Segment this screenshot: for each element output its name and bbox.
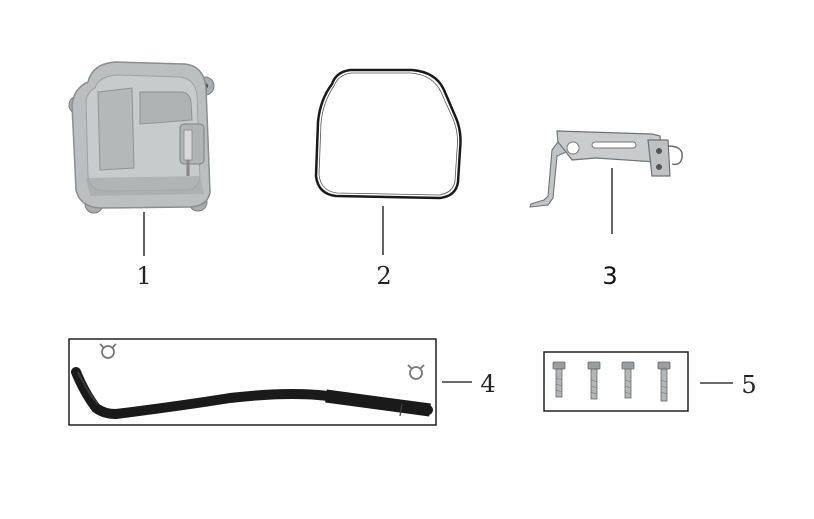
callout-4: 4 [480, 370, 495, 398]
callout-3: 3 [602, 262, 617, 290]
bolt-icon [621, 361, 635, 399]
bolt-icon [587, 361, 601, 400]
hose-with-clamps-icon [71, 343, 433, 420]
bracket-icon [529, 130, 683, 208]
bolt-icon [657, 361, 671, 402]
callout-5: 5 [741, 371, 756, 399]
callout-2: 2 [376, 262, 391, 290]
hose-kit-frame [68, 338, 437, 426]
bolt-set-icon [552, 361, 671, 402]
hose-clamp-left-icon [99, 343, 117, 359]
bolt-set-frame [543, 351, 689, 412]
hose-clamp-right-icon [407, 364, 425, 380]
valve-cover-icon [68, 61, 215, 214]
bolt-icon [552, 361, 566, 398]
callout-1: 1 [136, 262, 151, 290]
gasket-ring-icon [314, 68, 462, 200]
